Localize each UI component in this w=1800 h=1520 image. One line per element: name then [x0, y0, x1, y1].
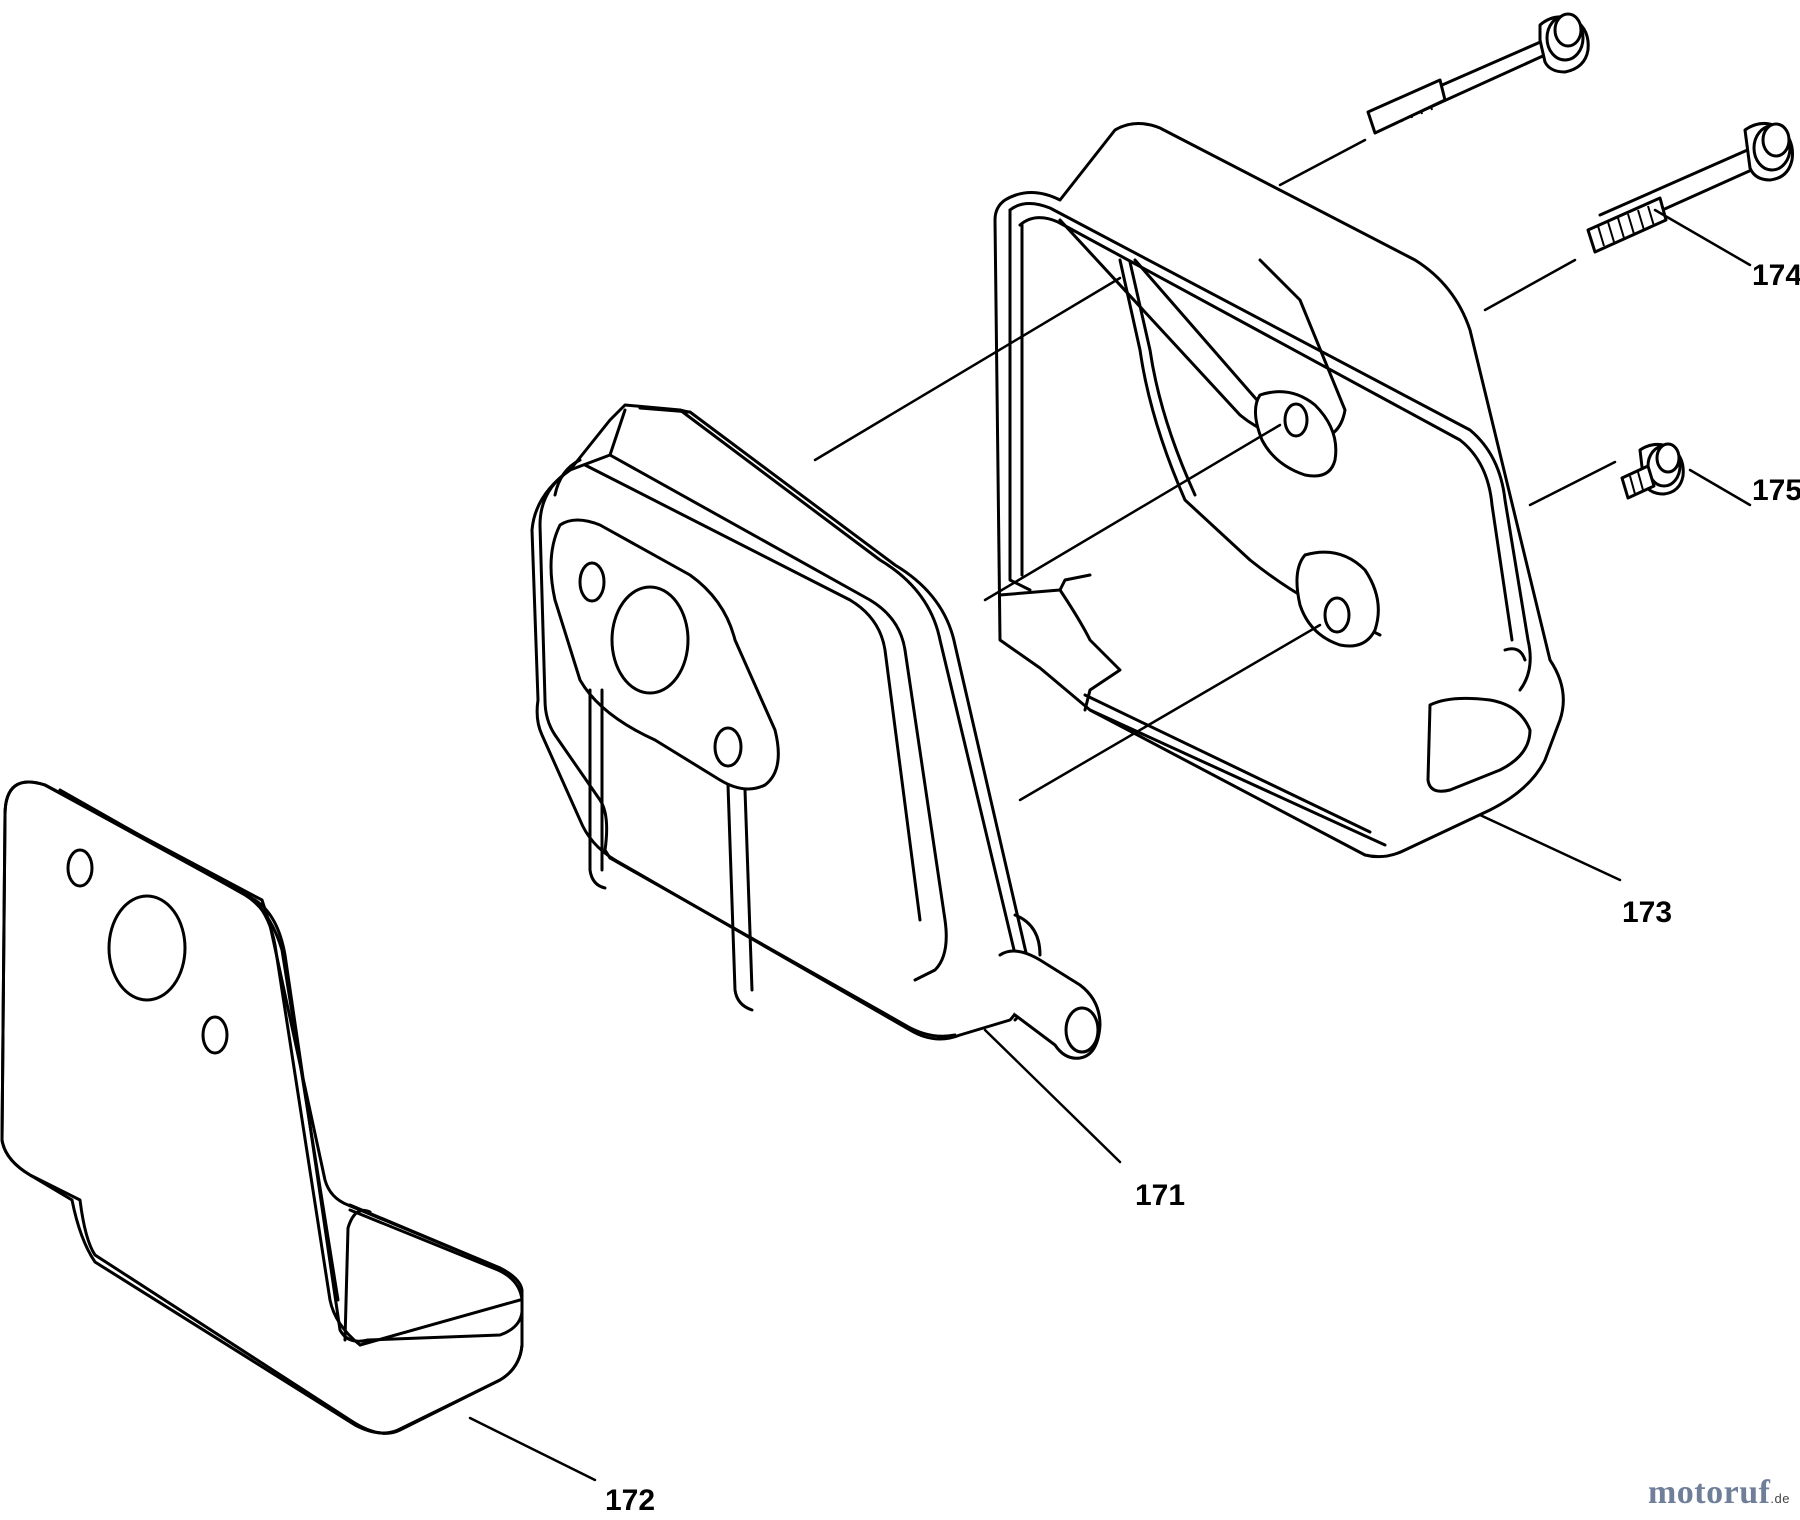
watermark-text: motoruf: [1647, 1474, 1771, 1511]
cover-boss-hole-lower: [1323, 596, 1351, 634]
part-171-muffler[interactable]: [530, 403, 1102, 1060]
assembly-leader-lines: [813, 138, 1617, 802]
part-174-long-bolt-lower[interactable]: [1586, 122, 1794, 254]
callout-174: 174: [1752, 259, 1800, 292]
part-174-long-bolt-upper[interactable]: [1366, 12, 1590, 135]
bracket-large-hole: [107, 894, 187, 1002]
part-175-short-screw[interactable]: [1620, 442, 1685, 500]
watermark-suffix: .de: [1770, 1491, 1790, 1506]
muffler-exhaust-port: [610, 585, 690, 695]
muffler-flange-hole-top: [578, 561, 606, 603]
callout-175: 175: [1752, 474, 1800, 507]
bracket-small-hole-bottom: [201, 1015, 229, 1055]
part-173-muffler-cover[interactable]: [993, 122, 1565, 859]
muffler-outlet-pipe: [1064, 1006, 1100, 1054]
muffler-flange-hole-bottom: [713, 726, 743, 768]
part-172-heat-shield-bracket[interactable]: [0, 780, 524, 1435]
callout-172: 172: [605, 1484, 655, 1517]
callout-173: 173: [1622, 896, 1672, 929]
callout-171: 171: [1135, 1179, 1185, 1212]
callout-leaders: [468, 208, 1752, 1482]
watermark-logo: motoruf.de: [1648, 1474, 1790, 1512]
bracket-small-hole-top: [66, 848, 94, 888]
cover-boss-hole-upper: [1283, 402, 1309, 438]
